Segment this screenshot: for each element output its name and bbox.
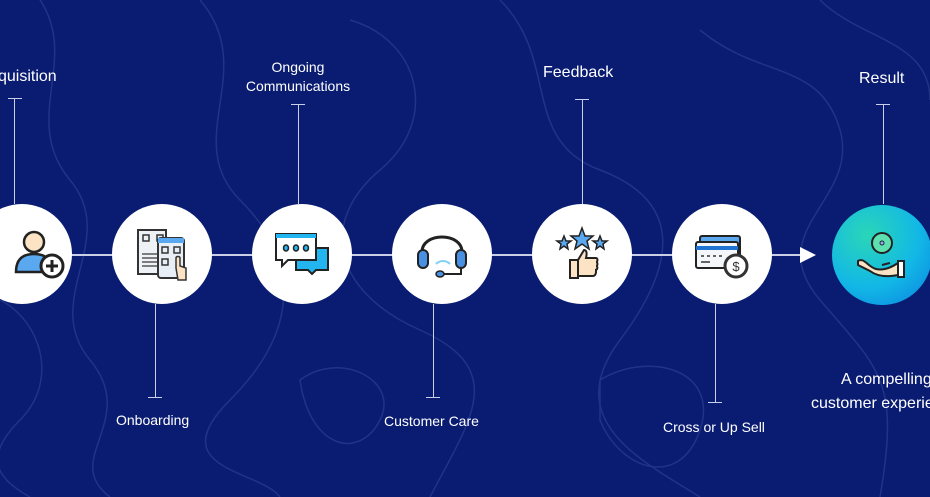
chat-bubbles-icon: [275, 233, 329, 276]
user-add-icon: [14, 230, 65, 279]
hand-coin-icon: [857, 232, 905, 278]
step-cross-sell: $: [672, 204, 772, 304]
step-customer-care: [392, 204, 492, 304]
connector-tick: [8, 98, 22, 99]
connector-tick: [575, 99, 589, 100]
step-ongoing-communications: [252, 204, 352, 304]
label-feedback: Feedback: [543, 64, 614, 81]
connector-onboarding: [155, 304, 156, 397]
result-description-line2: customer experience: [811, 395, 930, 412]
svg-text:$: $: [732, 259, 740, 274]
step-onboarding: [112, 204, 212, 304]
connector-acquisition: [14, 98, 15, 204]
thumbs-up-stars-icon: [554, 225, 610, 279]
label-customer-care: Customer Care: [384, 413, 479, 429]
connector-result: [883, 104, 884, 204]
connector-tick: [291, 104, 305, 105]
step-result: [832, 205, 930, 305]
label-ongoing-communications: Ongoing Communications: [238, 58, 358, 96]
label-cross-sell: Cross or Up Sell: [663, 419, 765, 435]
connector-feedback: [582, 99, 583, 204]
label-result: Result: [859, 70, 905, 87]
connector-customer-care: [433, 304, 434, 397]
qr-code-phone-icon: [137, 229, 187, 281]
connector-cross-sell: [715, 304, 716, 402]
label-line: Communications: [245, 78, 351, 94]
label-onboarding: Onboarding: [116, 412, 190, 428]
headset-icon: [417, 235, 467, 278]
credit-card-dollar-icon: $: [695, 235, 749, 279]
label-acquisition: quisition: [0, 68, 57, 85]
connector-tick: [708, 402, 722, 403]
connector-ongoing: [298, 104, 299, 204]
result-description-line1: A compelling: [841, 371, 930, 388]
connector-tick: [876, 104, 890, 105]
label-line: Ongoing: [271, 59, 325, 75]
connector-tick: [426, 397, 440, 398]
step-feedback: [532, 204, 632, 304]
connector-tick: [148, 397, 162, 398]
arrow-head-icon: [800, 247, 816, 263]
